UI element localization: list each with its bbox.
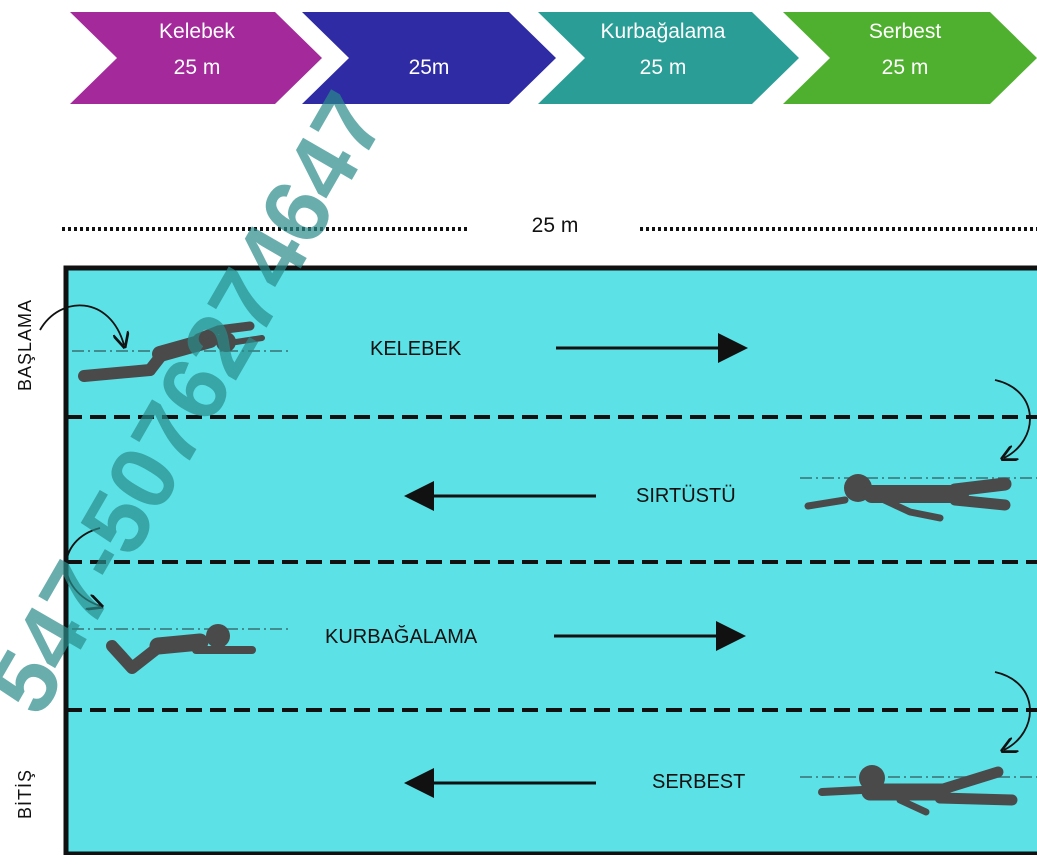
- backstroke-swimmer-icon: [804, 474, 1012, 522]
- stage-chevron-backstroke: [302, 12, 556, 104]
- stage-label-freestyle: Serbest 25 m: [820, 14, 990, 86]
- stage-chevron-freestyle: [783, 12, 1037, 104]
- pool-length-label: 25 m: [531, 214, 579, 237]
- lane-label-breaststroke: KURBAĞALAMA: [325, 626, 478, 648]
- lane-label-butterfly: KELEBEK: [370, 338, 462, 360]
- turn-arrow-icon: [994, 379, 1031, 458]
- dive-arrow-icon: [39, 304, 124, 345]
- stage-name: [426, 20, 432, 43]
- breaststroke-swimmer-icon: [106, 624, 256, 674]
- freestyle-swimmer-icon: [818, 765, 1018, 816]
- stage-distance: 25m: [408, 56, 450, 79]
- stage-distance: 25 m: [173, 56, 221, 79]
- stage-distance: 25 m: [639, 56, 687, 79]
- stage-chevron-breaststroke: [538, 12, 799, 104]
- stage-name: Serbest: [868, 20, 942, 43]
- butterfly-swimmer-icon: [78, 321, 265, 382]
- stage-label-backstroke: 25m: [344, 14, 514, 86]
- stage-name: Kelebek: [159, 20, 235, 43]
- turn-arrow-icon: [994, 671, 1031, 750]
- start-label: BAŞLAMA: [15, 298, 35, 392]
- stage-distance: 25 m: [881, 56, 929, 79]
- lane-label-backstroke: SIRTÜSTÜ: [636, 485, 736, 507]
- stage-label-breaststroke: Kurbağalama 25 m: [578, 14, 748, 86]
- finish-label: BİTİŞ: [15, 769, 35, 820]
- lane-label-freestyle: SERBEST: [652, 771, 746, 793]
- stage-label-butterfly: Kelebek 25 m: [112, 14, 282, 86]
- stage-chevron-butterfly: [70, 12, 322, 104]
- stage-name: Kurbağalama: [600, 20, 726, 43]
- turn-arrow-icon: [65, 527, 100, 606]
